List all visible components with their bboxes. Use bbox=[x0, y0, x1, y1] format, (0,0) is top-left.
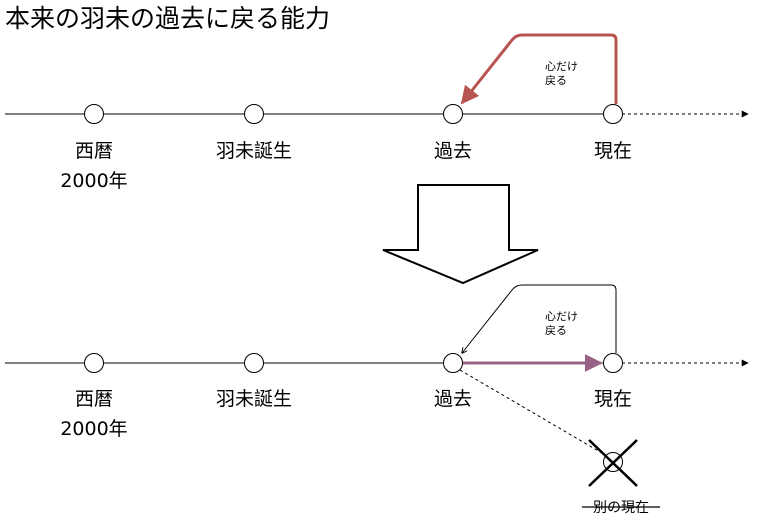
jump-note-top-line2: 戻る bbox=[545, 74, 567, 87]
node-top-birth bbox=[244, 104, 264, 124]
timeline-bottom: 心だけ 戻る 西暦 2000年 羽未誕生 過去 現在 別の現在 bbox=[5, 284, 749, 516]
transition-down-arrow bbox=[382, 184, 539, 285]
label-top-era-line2: 2000年 bbox=[60, 170, 127, 192]
node-bottom-birth bbox=[244, 353, 264, 373]
cross-out-icon-b bbox=[588, 439, 638, 487]
label-bottom-birth: 羽未誕生 bbox=[216, 388, 292, 410]
timeline-top: 心だけ 戻る 西暦 2000年 羽未誕生 過去 現在 bbox=[5, 33, 749, 192]
label-top-past: 過去 bbox=[434, 140, 472, 162]
label-alternate-present: 別の現在 bbox=[593, 500, 649, 516]
label-top-present: 現在 bbox=[594, 140, 632, 162]
jump-back-arrow-top bbox=[460, 33, 618, 105]
diagram-title: 本来の羽未の過去に戻る能力 bbox=[5, 4, 330, 33]
jump-note-bottom-line1: 心だけ bbox=[545, 310, 578, 323]
label-bottom-past: 過去 bbox=[434, 388, 472, 410]
node-top-present bbox=[603, 104, 623, 124]
label-bottom-present: 現在 bbox=[594, 388, 632, 410]
label-bottom-era-line2: 2000年 bbox=[60, 418, 127, 440]
jump-note-top-line1: 心だけ bbox=[545, 60, 578, 73]
jump-note-bottom-line2: 戻る bbox=[545, 324, 567, 337]
node-top-era bbox=[84, 104, 104, 124]
node-top-past bbox=[443, 104, 463, 124]
jump-back-arrow-bottom bbox=[462, 284, 617, 353]
label-top-era-line1: 西暦 bbox=[75, 140, 113, 162]
node-bottom-past bbox=[443, 353, 463, 373]
label-top-birth: 羽未誕生 bbox=[216, 140, 292, 162]
branch-dashed-line bbox=[459, 369, 608, 457]
node-bottom-era bbox=[84, 353, 104, 373]
label-bottom-era-line1: 西暦 bbox=[75, 388, 113, 410]
node-bottom-present bbox=[603, 353, 623, 373]
